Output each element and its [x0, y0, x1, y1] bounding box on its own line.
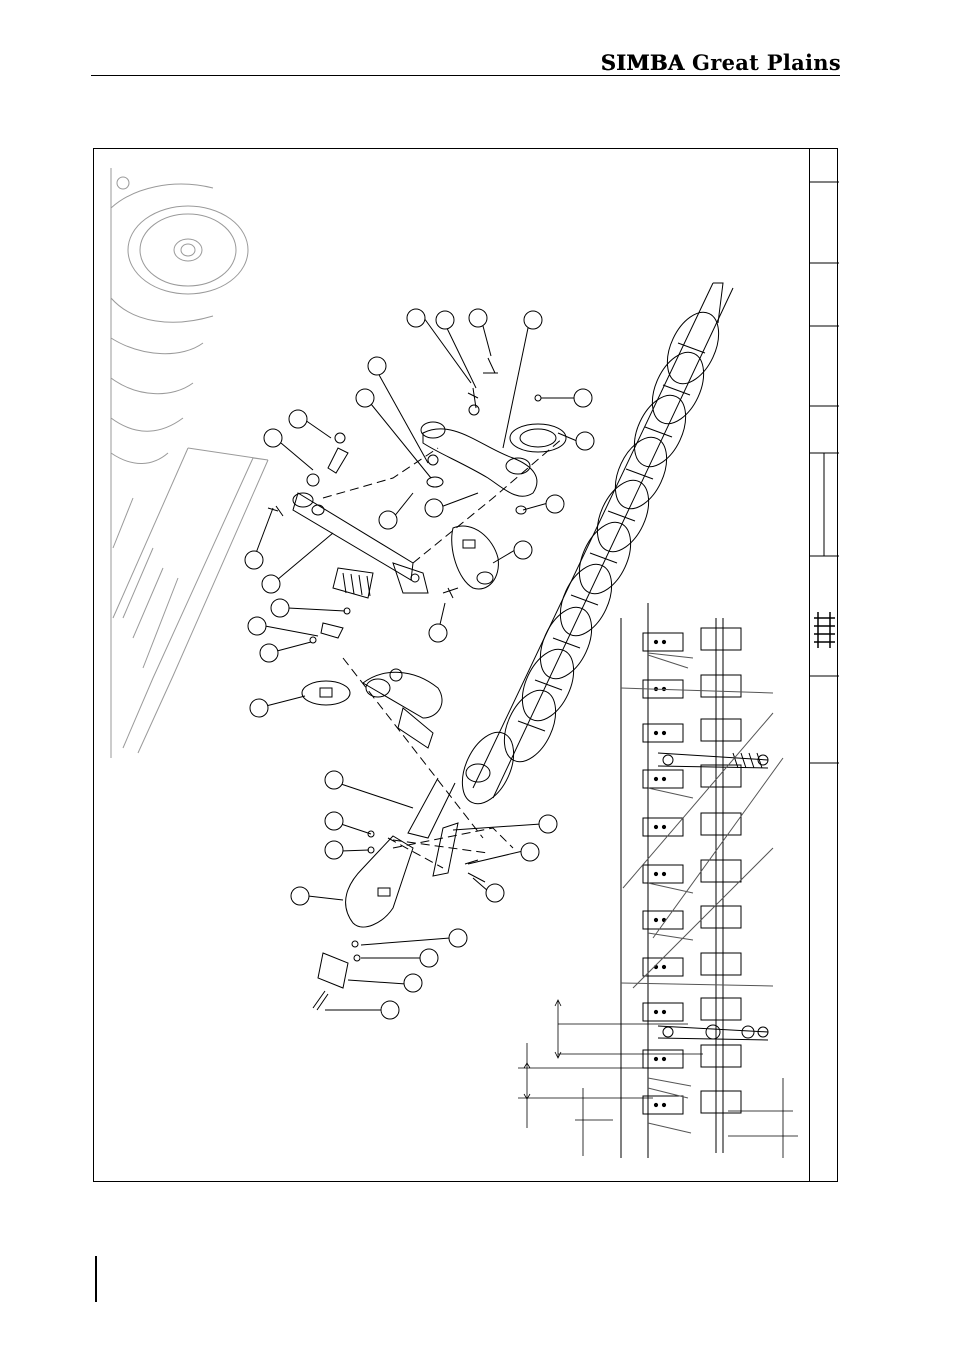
- plate-bracket: [443, 506, 526, 598]
- callout-13: [523, 495, 564, 513]
- lower-left-plate: [302, 681, 350, 705]
- mid-arm: [363, 669, 442, 748]
- exploded-parts-diagram: [93, 148, 809, 1182]
- title-block-lines: [810, 148, 839, 1182]
- spring-block: [310, 568, 373, 643]
- chain-links-lower: [658, 1025, 768, 1040]
- callout-22: [325, 771, 413, 808]
- elevation-bolt-dots: [654, 640, 665, 1106]
- callout-9: [541, 389, 592, 407]
- callout-19: [260, 642, 311, 662]
- callout-26: [468, 843, 539, 864]
- ghost-machine: [111, 168, 268, 758]
- callout-25: [453, 815, 557, 833]
- assembly-dash-lines: [323, 438, 563, 868]
- callout-10: [558, 432, 594, 450]
- callout-4: [503, 311, 542, 448]
- roller-rings: [452, 304, 729, 811]
- link-arm: [421, 358, 566, 496]
- callout-8: [264, 429, 313, 470]
- brand-simba: SIMBA: [601, 50, 685, 75]
- callout-16: [262, 533, 333, 593]
- callout-32: [325, 1001, 399, 1019]
- callout-14: [493, 541, 532, 563]
- callout-30: [361, 949, 438, 967]
- tine-fans: [621, 653, 783, 1133]
- callout-17: [271, 599, 345, 617]
- shaft-and-scraper: [313, 778, 485, 1010]
- callout-21: [250, 696, 305, 717]
- brand-logo: SIMBA Great Plains: [601, 50, 841, 75]
- callout-6: [356, 389, 431, 478]
- callout-7: [289, 410, 331, 438]
- footer-margin-bar: [95, 1256, 97, 1302]
- dimension-lines: [518, 1000, 798, 1158]
- callout-5: [368, 357, 428, 463]
- chain-links-upper: [658, 753, 768, 768]
- callout-20: [429, 603, 447, 642]
- callout-24: [325, 841, 369, 859]
- callout-23: [325, 812, 371, 834]
- roller-hub-details: [518, 343, 705, 731]
- callout-31: [348, 974, 422, 992]
- header-rule: [91, 75, 840, 76]
- callout-28: [291, 887, 343, 905]
- callout-3: [469, 309, 491, 356]
- callout-29: [361, 929, 467, 947]
- brand-great-plains: Great Plains: [684, 50, 841, 75]
- callout-18: [248, 617, 318, 636]
- callout-11: [379, 493, 413, 529]
- callout-bubbles: [245, 309, 594, 1019]
- title-block-strip: [809, 148, 838, 1182]
- logo-mark: [814, 612, 835, 648]
- elevation-blocks: [643, 628, 741, 1114]
- callout-12: [425, 493, 478, 517]
- callout-15: [245, 508, 273, 569]
- callout-27: [473, 878, 504, 902]
- side-elevation-view: [621, 603, 783, 1158]
